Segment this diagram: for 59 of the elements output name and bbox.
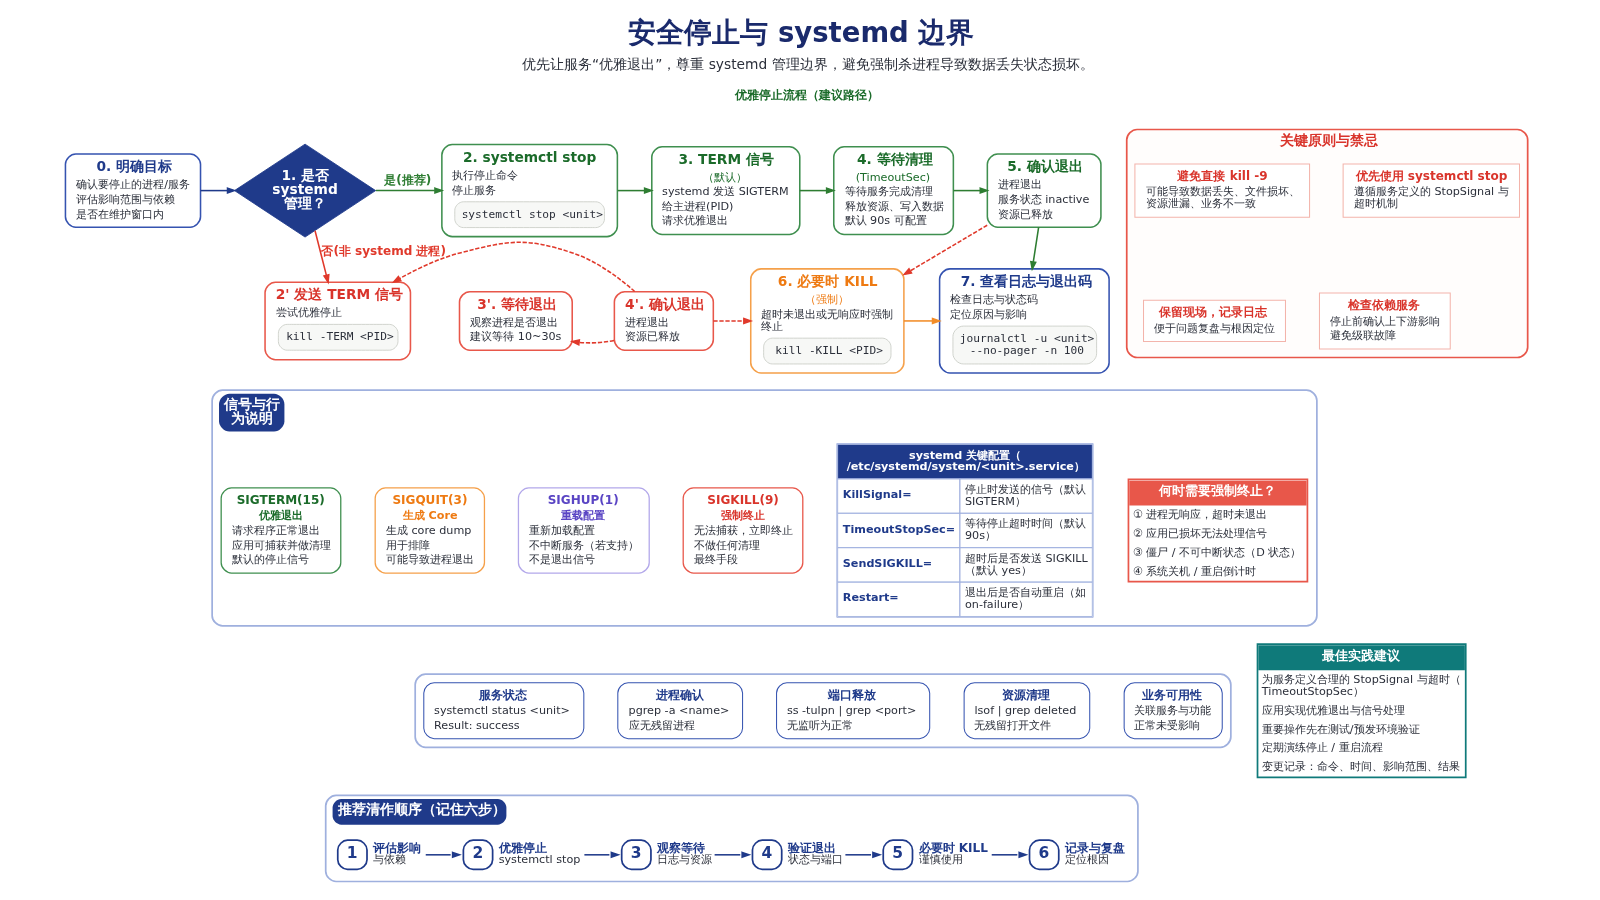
arrow [424,851,462,859]
node-label: 评估影响 [373,840,422,855]
node-box: 6. 必要时 KILL （强制） 超时未退出或无响应时强制终止 kill -KILL <PID> [749,268,905,374]
node-box: 3'. 等待退出 观察进程是否退出 建议等待 10~30s [458,290,573,351]
node-box: 2. systemctl stop 执行停止命令 停止服务 systemctl stop <unit> [441,143,619,238]
node-box: 优先使用 systemctl stop 遵循服务定义的 StopSignal 与超时机制 [1342,163,1520,218]
node-box: 服务状态 systemctl status <unit> Result: success [423,682,585,740]
node-diamond: 1. 是否 systemd 管理？ [234,143,377,238]
node-box: 5. 确认退出 进程退出 服务状态 inactive 资源已释放 [986,153,1102,228]
arrow [616,187,654,195]
node-label: 优雅停止 [498,840,547,855]
node-box: 3. TERM 信号 （默认） systemd 发送 SIGTERM 给主进程(PID) 请求优雅退出 [651,145,801,236]
label: 优雅停止流程（建议路径） [735,88,880,103]
arrow [903,317,942,325]
node-label: 验证退出 [787,840,836,855]
node-label: 观察等待 [656,840,705,855]
node-box: 检查依赖服务 停止前确认上下游影响 避免级联故障 [1318,292,1451,350]
node-box: SIGQUIT(3) 生成 Core 生成 core dump 用于排障 可能导致进程退出 [374,487,486,574]
edge-label: 否(非 systemd 进程) [321,244,447,259]
arrow [199,187,237,195]
arrow [952,187,990,195]
cluster [414,673,1232,749]
arrow [713,851,752,859]
node-label: 谨慎使用 [918,853,963,867]
node-box: 保留现场，记录日志 便于问题复盘与根因定位 [1143,299,1286,343]
node-label: 必要时 KILL [918,840,988,855]
arrow [799,187,836,195]
arrow [1029,226,1040,272]
node-box: SIGHUP(1) 重载配置 重新加载配置 不中断服务（若支持） 不是退出信号 [517,487,650,574]
node-box: 业务可用性 关联服务与功能 正常未受影响 [1123,682,1223,740]
node-label: 状态与端口 [787,853,843,867]
node-box: 资源清理 lsof | grep deleted 无残留打开文件 [963,682,1091,740]
node-label: 记录与复盘 [1064,840,1125,855]
arrow [569,339,615,346]
arrow [314,229,330,285]
arrow [375,187,445,195]
arrow [391,241,636,293]
diagram-title: 安全停止与 systemd 边界 [628,15,975,48]
arrow [902,224,988,276]
node-label: 日志与资源 [656,853,712,867]
node-label: 与依赖 [373,853,407,867]
node-label: systemctl stop [498,853,581,867]
node-box: 7. 查看日志与退出码 检查日志与状态码 定位原因与影响 journalctl -u <unit> --no-pager -n 100 [938,268,1110,374]
node-box: 进程确认 pgrep -a <name> 应无残留进程 [617,682,744,740]
node-box: 4'. 确认退出 进程退出 资源已释放 [613,290,715,351]
arrow [583,851,621,859]
node-box: 0. 明确目标 确认要停止的进程/服务 评估影响范围与依赖 是否在维护窗口内 [64,153,202,228]
node-label: 定位根因 [1064,853,1109,867]
node-box: SIGTERM(15) 优雅退出 请求程序正常退出 应用可捕获并做清理 默认的停止信号 [220,487,342,574]
node-box: SIGKILL(9) 强制终止 无法捕获，立即终止 不做任何清理 最终手段 [682,487,804,574]
node-box: 避免直接 kill -9 可能导致数据丢失、文件损坏、资源泄漏、业务不一致 [1134,163,1311,218]
caption: 优先让服务“优雅退出”，尊重 systemd 管理边界，避免强制杀进程导致数据丢失状态损坏。 [522,55,1094,72]
arrow [712,317,754,325]
edge-label: 是(推荐) [384,172,432,187]
arrow [844,851,883,859]
node-box: 4. 等待清理 (TimeoutSec) 等待服务完成清理 释放资源、写入数据 默认 90s 可配置 [833,145,955,236]
arrow [990,851,1029,859]
node-box: 2' 发送 TERM 信号 尝试优雅停止 kill -TERM <PID> [264,281,412,361]
node-box: 端口释放 ss -tulpn | grep <port> 无监听为正常 [776,682,931,740]
